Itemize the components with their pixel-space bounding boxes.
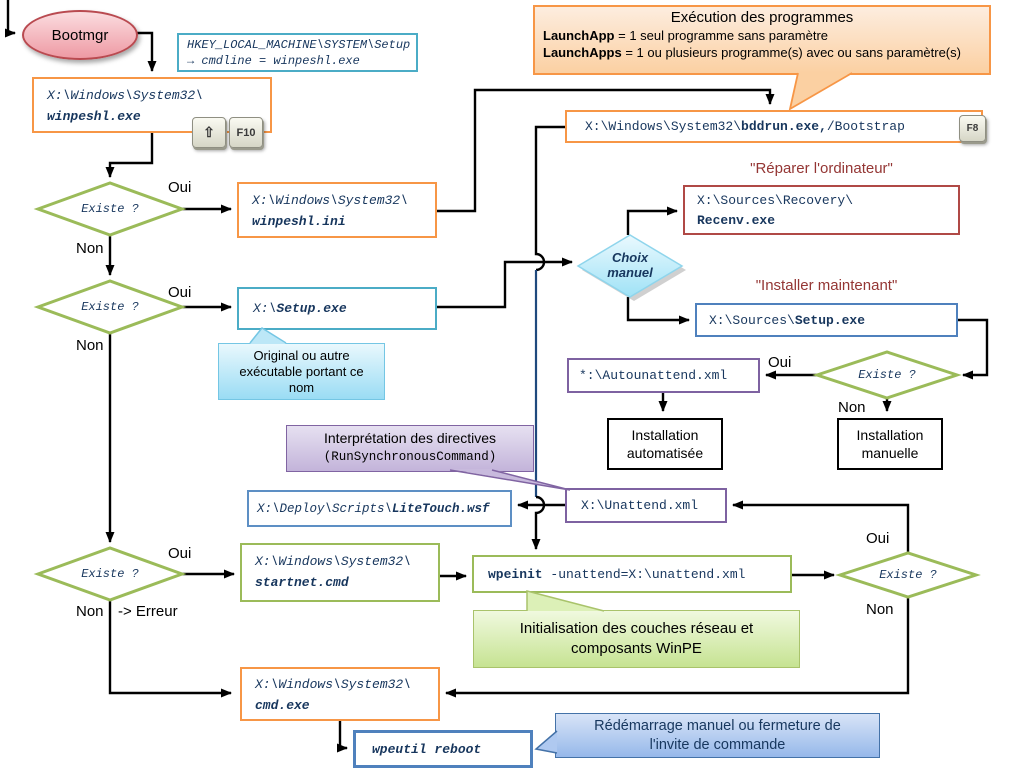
callout-execution: Exécution des programmes LaunchApp = 1 s… [533,5,991,75]
node-bddrun: X:\Windows\System32\bddrun.exe,/Bootstra… [565,110,983,143]
registry-note: HKEY_LOCAL_MACHINE\SYSTEM\Setup → cmdlin… [177,33,418,72]
node-wpeutil: wpeutil reboot [353,730,533,768]
callout-original: Original ou autre exécutable portant ce … [218,343,385,400]
tail-reboot [536,731,557,753]
callout-init: Initialisation des couches réseau et com… [473,610,800,668]
edge-erreur: -> Erreur [118,603,178,620]
node-recenv: X:\Sources\Recovery\ Recenv.exe [683,185,960,235]
flow-down-wpeinit [531,495,546,550]
flow-setup-d4 [958,318,989,380]
edge-non-4: Non [838,399,866,416]
flow-winpeshl-d1 [105,133,154,178]
callout-reboot: Rédémarrage manuel ou fermeture de l'inv… [555,713,880,758]
node-sources-setup: X:\Sources\Setup.exe [695,303,958,337]
node-unattend: X:\Unattend.xml [565,488,727,523]
start-bootmgr: Bootmgr [22,10,138,60]
shift-key-icon: ⇧ [192,117,226,148]
f8-key-icon: F8 [959,115,986,142]
diamond5-label: Existe ? [879,568,937,582]
node-setup-x: X:\Setup.exe [237,287,437,330]
callout-execution-title: Exécution des programmes [670,9,854,26]
flow-choix-setup [626,297,690,325]
edge-oui-4: Oui [768,354,792,371]
tail-original [250,328,286,344]
f10-key-icon: F10 [229,117,263,148]
node-autounattend: *:\Autounattend.xml [567,358,760,393]
edge-non-3: Non [76,603,104,620]
edge-non-2: Non [76,337,104,354]
callout-interpretation: Interprétation des directives (RunSynchr… [286,425,534,472]
flow-entry [5,0,16,38]
edge-oui-3: Oui [168,545,192,562]
flow-setupx-choix [437,257,573,309]
diamond2-label: Existe ? [81,300,139,314]
edge-non-1: Non [76,240,104,257]
edge-oui-2: Oui [168,284,192,301]
node-litetouch: X:\Deploy\Scripts\LiteTouch.wsf [247,490,512,527]
diamond3-label: Existe ? [81,567,139,581]
edge-non-5: Non [866,601,894,618]
heading-reparer: "Réparer l'ordinateur" [750,160,893,177]
heading-installer: "Installer maintenant" [755,277,898,294]
diamond1-label: Existe ? [81,202,139,216]
node-wpeinit: wpeinit -unattend=X:\unattend.xml [472,555,792,593]
node-cmd: X:\Windows\System32\ cmd.exe [240,667,440,721]
tail-interpretation [450,469,570,490]
node-startnet: X:\Windows\System32\ startnet.cmd [240,543,440,602]
node-winpeshl-ini: X:\Windows\System32\ winpeshl.ini [237,182,437,238]
tail-execution [790,72,852,109]
edge-oui-5: Oui [866,530,890,547]
flow-bddrun-down-top [534,125,565,272]
edge-oui-1: Oui [168,179,192,196]
flow-choix-recenv [626,206,678,235]
diamond4-label: Existe ? [858,368,916,382]
tail-init [527,591,604,611]
flow-cmd-wpeutil [337,721,348,753]
